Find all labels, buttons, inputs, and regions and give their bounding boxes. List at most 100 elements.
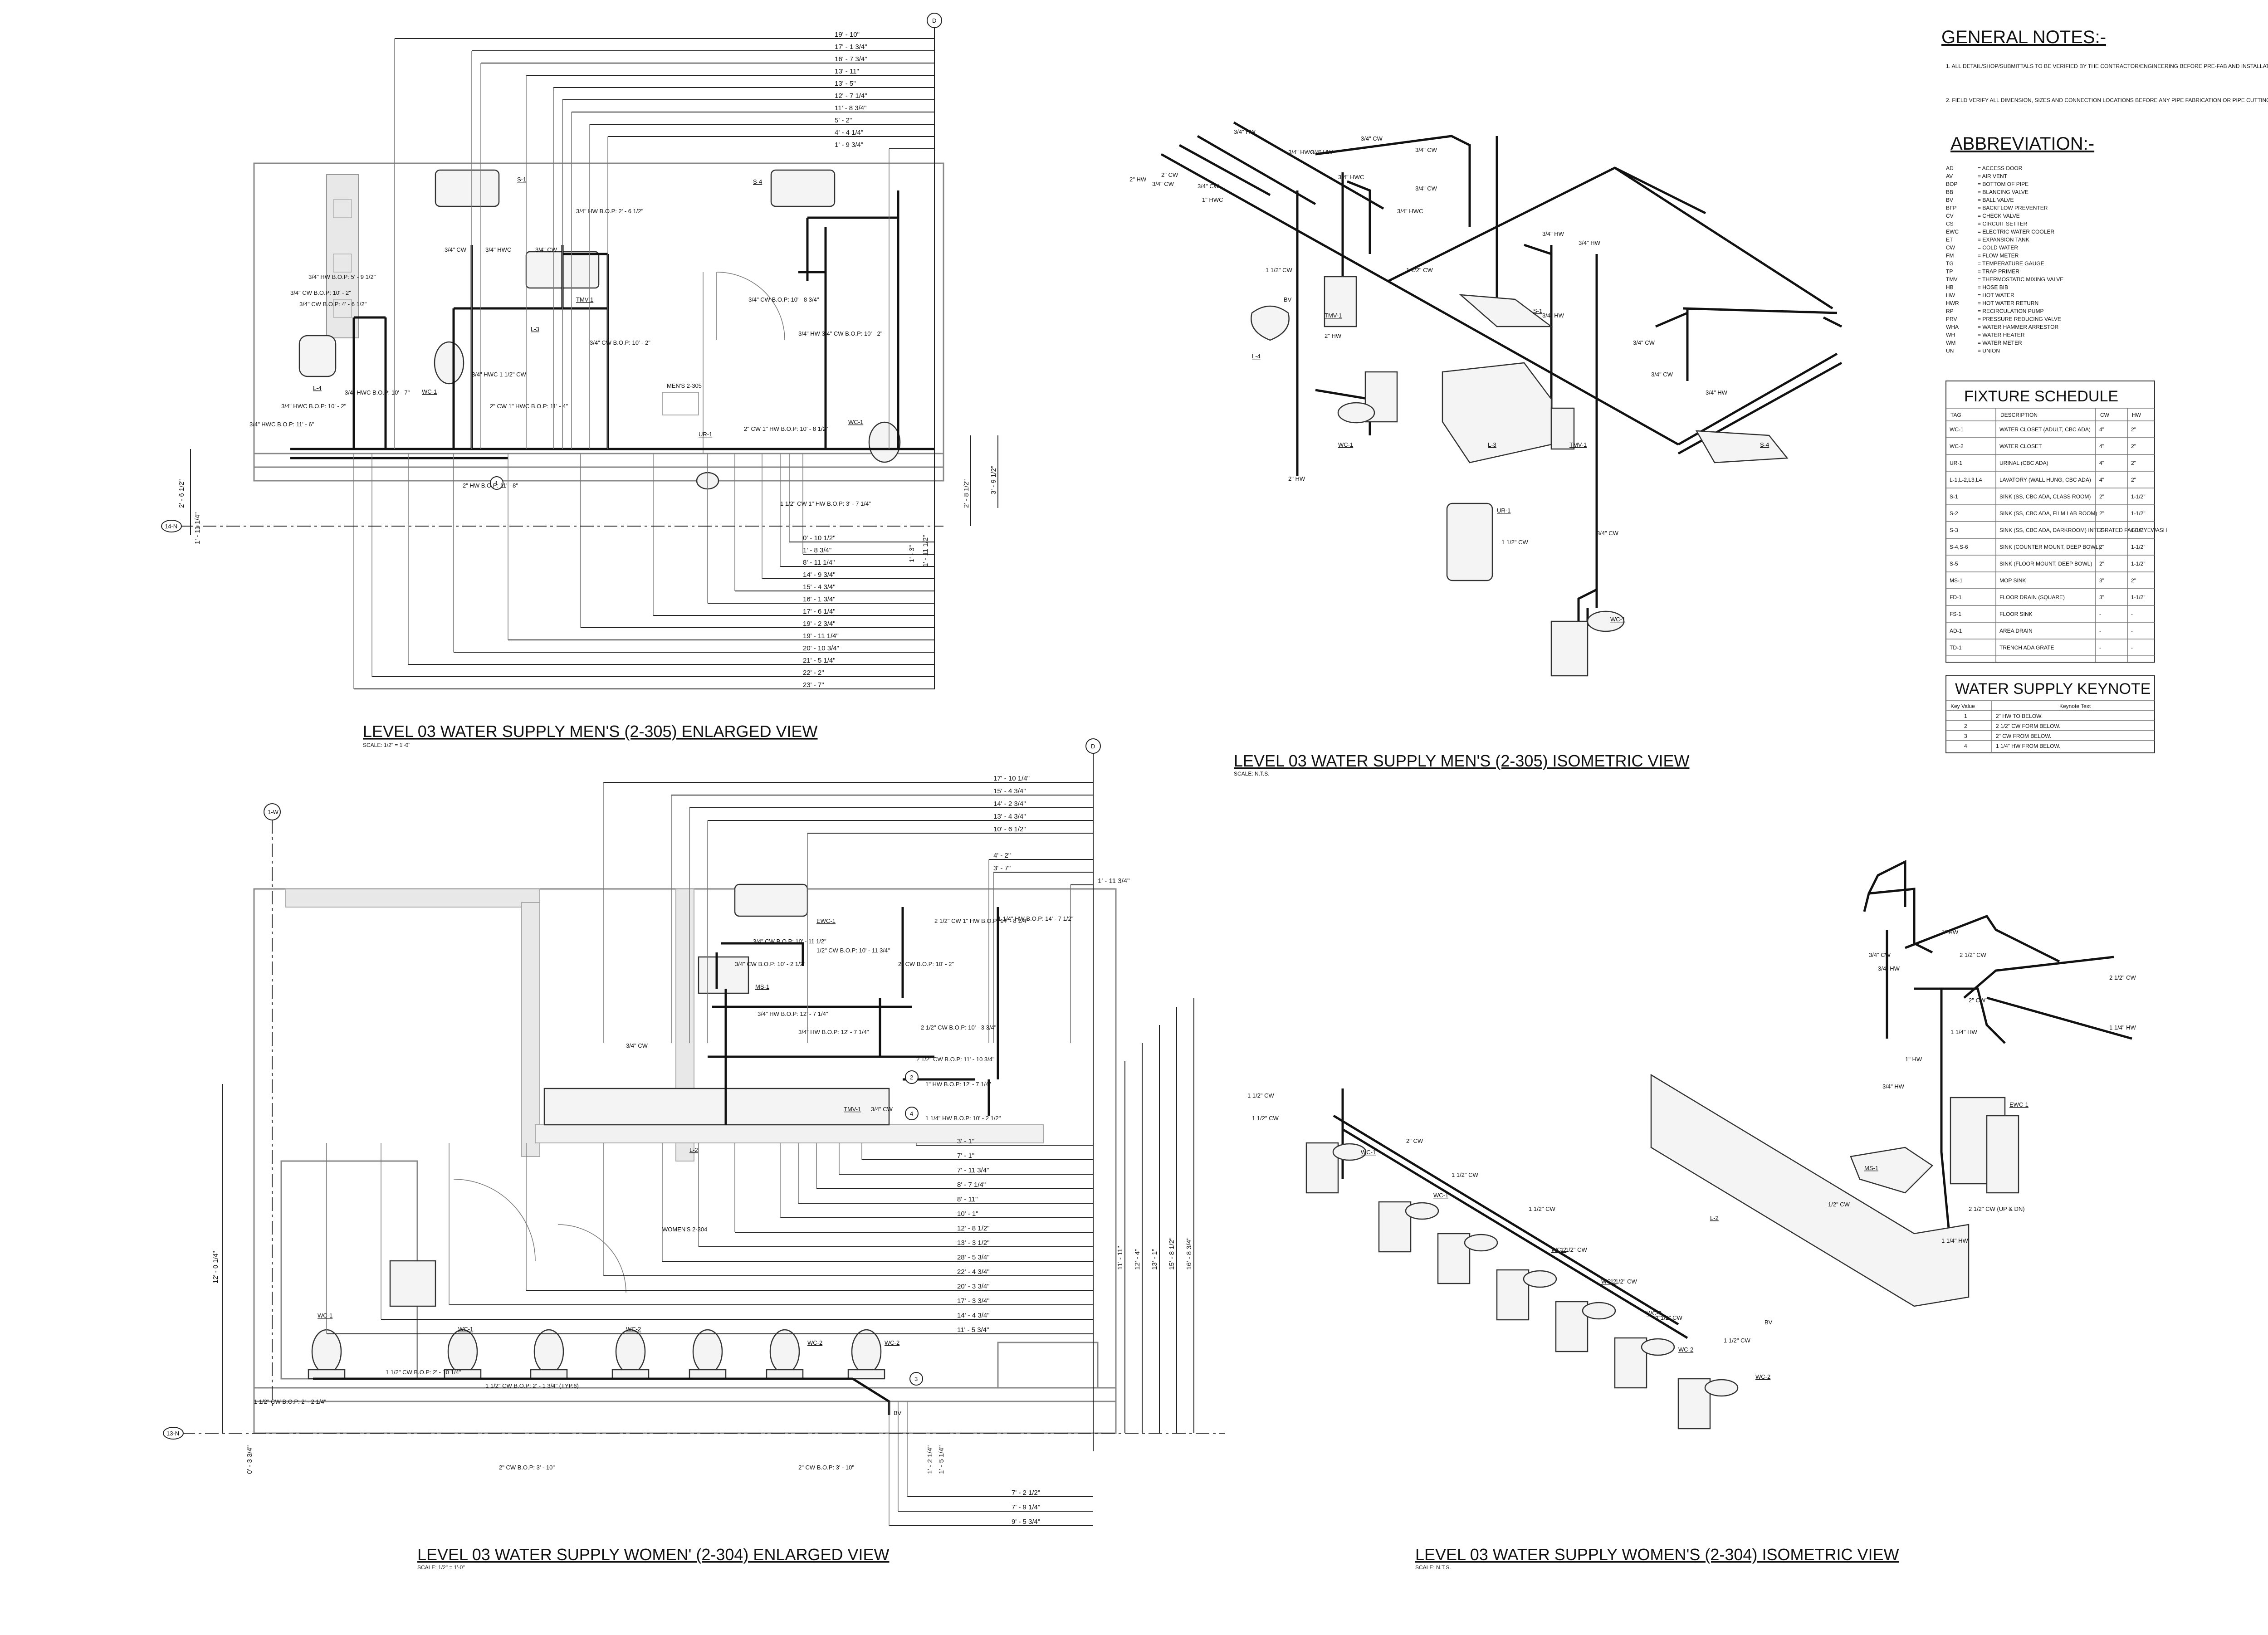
fixture-schedule-cell: FLOOR DRAIN (SQUARE) (1999, 594, 2065, 600)
abbreviation-meaning: = CHECK VALVE (1978, 213, 2020, 219)
abbreviation-code: CW (1946, 244, 1955, 251)
general-note-2: 2. FIELD VERIFY ALL DIMENSION, SIZES AND… (1946, 97, 2268, 103)
iso-tag-wc2-w-d: WC-2 (1678, 1346, 1693, 1353)
fixture-schedule-cell: S-1 (1950, 493, 1958, 500)
men-iso-view: S-1 S-4 L-4 L-3 WC-1 WC-1 TMV-1 TMV-1 UR… (1129, 121, 1843, 777)
iso-tag-wc1-w-a: WC-1 (1361, 1149, 1376, 1156)
women-plan-label-5: 1 1/4" HW B.O.P: 14' - 7 1/2" (998, 915, 1074, 922)
women-iso-label-5: 1 1/2" CW (1560, 1246, 1588, 1253)
water-closet-plan-2 (868, 421, 901, 463)
women-dim-top-3: 13' - 4 3/4" (993, 813, 1026, 820)
iso-urinal (1446, 503, 1493, 581)
women-iso-pipe-labels: 1 1/2" CW1 1/2" CW2" CW1 1/2" CW1 1/2" C… (1247, 929, 2136, 1344)
women-dim-right-3: 15' - 8 1/2" (1168, 1237, 1176, 1270)
fixture-schedule-cell: 2" (2099, 510, 2104, 517)
women-dim-bottom-15: 7' - 9 1/4" (1012, 1503, 1040, 1511)
abbreviation-code: TP (1946, 268, 1953, 275)
men-iso-label-19: 2" HW (1325, 332, 1342, 339)
women-plan-label-18: 2" CW B.O.P: 3' - 10" (798, 1464, 854, 1471)
fixture-schedule-cell: SINK (SS, CBC ADA, CLASS ROOM) (1999, 493, 2091, 500)
fixture-schedule-cell: SINK (FLOOR MOUNT, DEEP BOWL) (1999, 561, 2092, 567)
fixture-schedule-cell: WC-1 (1950, 426, 1964, 433)
fixture-schedule-cell: - (2131, 644, 2133, 651)
men-iso-label-16: 3/4" HW (1542, 312, 1564, 319)
abbreviation-meaning: = WATER METER (1978, 340, 2022, 346)
fixture-schedule-cell: WATER CLOSET (1999, 443, 2042, 449)
keynote-header: Keynote Text (2059, 703, 2091, 709)
tag-wc2-women-a: WC-2 (626, 1326, 641, 1332)
fixture-schedule-cell: 1-1/2" (2131, 493, 2146, 500)
women-iso-label-18: 1" HW (1905, 1056, 1922, 1063)
fixture-schedule-header: CW (2100, 412, 2110, 418)
water-closet-tank-women (689, 1369, 727, 1380)
fixture-schedule-cell: SINK (COUNTER MOUNT, DEEP BOWL) (1999, 544, 2100, 550)
abbreviation-meaning: = AIR VENT (1978, 173, 2008, 180)
men-dim-bottom-6: 17' - 6 1/4" (803, 608, 836, 615)
fixture-schedule-cell: L-1,L-2,L3,L4 (1950, 477, 1982, 483)
women-dim-bottom-6: 12' - 8 1/2" (957, 1225, 990, 1232)
wc-partition-plan (389, 1260, 436, 1307)
fixture-schedule-cell: 4" (2099, 426, 2104, 433)
women-plan-label-14: 1 1/2" CW B.O.P: 2' - 10 1/4" (386, 1369, 461, 1376)
keynote-key: 2 (1964, 723, 1967, 729)
men-label-2: 3/4" HWC (485, 246, 511, 253)
women-dim-right-4: 16' - 8 3/4" (1185, 1237, 1193, 1270)
grid-bubble-1w-label: 1-W (268, 809, 279, 815)
abbreviation-code: EWC (1946, 229, 1959, 235)
men-dim-right-3: 1' - 3" (908, 545, 916, 562)
abbreviation-code: PRV (1946, 316, 1957, 322)
abbreviation-code: CS (1946, 221, 1954, 227)
water-closet-tank-women (766, 1369, 804, 1380)
abbreviation-code: BOP (1946, 181, 1957, 187)
men-dim-top-2: 16' - 7 3/4" (835, 55, 867, 63)
fixture-schedule-cell: 2" (2131, 426, 2136, 433)
iso-tag-l4: L-4 (1252, 353, 1261, 360)
callout-2-women (905, 1070, 919, 1084)
women-dim-bottom-8: 28' - 5 3/4" (957, 1254, 990, 1261)
abbreviation-code: ET (1946, 237, 1953, 243)
iso-tmv1-b (1550, 407, 1575, 450)
men-plan-dims-left: 2' - 6 1/2" 1' - 11 1/4" (178, 449, 201, 544)
men-dim-top-6: 11' - 8 3/4" (835, 104, 866, 112)
women-plan-label-9: 2 1/2" CW B.O.P: 10' - 3 3/4" (921, 1024, 997, 1031)
abbreviation-meaning: = CIRCUIT SETTER (1978, 221, 2028, 227)
keynote-key: 1 (1964, 713, 1967, 719)
abbreviation-code: HB (1946, 284, 1954, 291)
women-plan-label-10: 2 1/2" CW B.O.P: 11' - 10 3/4" (916, 1056, 995, 1063)
women-dim-top-1: 15' - 4 3/4" (993, 787, 1026, 795)
fixture-schedule-cell: WC-2 (1950, 443, 1964, 449)
room-tag-women: WOMEN'S 2-304 (662, 1226, 707, 1233)
women-iso-label-9: BV (1765, 1319, 1773, 1326)
abbreviation-code: BFP (1946, 205, 1956, 211)
iso-sink-s1 (1459, 294, 1553, 327)
general-notes: GENERAL NOTES:- 1. ALL DETAIL/SHOP/SUBMI… (1941, 27, 2268, 103)
men-dim-top-7: 5' - 2" (835, 117, 852, 124)
abbreviation-code: AD (1946, 165, 1954, 171)
men-plan-walls (253, 162, 944, 482)
grid-bubble-d-men (927, 13, 942, 28)
abbreviation-code: TG (1946, 260, 1954, 267)
fixture-schedule-cell: 2" (2099, 544, 2104, 550)
men-label-11: 2" CW 1" HWC B.O.P: 11' - 4" (490, 403, 568, 410)
men-iso-label-24: 3/4" CW (1651, 371, 1673, 378)
women-plan-label-13: 1 1/4" HW B.O.P: 10' - 2 1/2" (925, 1115, 1001, 1122)
women-plan-label-7: 3/4" HW B.O.P: 12' - 7 1/4" (758, 1010, 828, 1017)
men-dim-top-8: 4' - 4 1/4" (835, 129, 863, 137)
women-plan-walls (253, 888, 1117, 1434)
men-plan-fixtures (298, 169, 901, 490)
water-closet-plan-women (447, 1329, 478, 1374)
women-iso-label-4: 1 1/2" CW (1529, 1206, 1556, 1212)
grid-bubble-d-men-label: D (932, 17, 936, 24)
women-dim-bottom-12: 14' - 4 3/4" (957, 1312, 990, 1319)
men-label-1: 3/4" CW (445, 246, 467, 253)
women-iso-fixtures (1305, 1074, 2019, 1430)
abbreviation-code: HW (1946, 292, 1955, 298)
women-dim-bottom-7: 13' - 3 1/2" (957, 1239, 990, 1247)
iso-tag-s1: S-1 (1533, 307, 1542, 314)
men-plan-view: 19' - 10"17' - 1 3/4"16' - 7 3/4"13' - 1… (161, 13, 998, 748)
water-closet-plan-women (615, 1329, 646, 1374)
iso-wc1-b-bowl (1587, 610, 1625, 632)
fixture-schedule-cell: - (2099, 611, 2101, 617)
women-dim-far-right-2: 1' - 5 1/4" (938, 1445, 945, 1474)
fixture-schedule-cell: AD-1 (1950, 628, 1962, 634)
